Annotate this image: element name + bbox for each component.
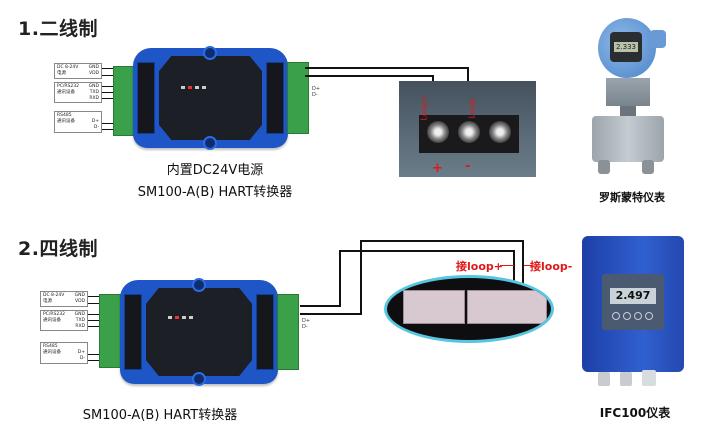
converter-caption-2: SM100-A(B) HART转换器: [82, 408, 238, 423]
rs485-name-cn-2: 通讯设备: [43, 350, 61, 355]
power-name-cn-2: 电源: [43, 299, 52, 304]
polarity-minus: -: [465, 159, 471, 174]
status-led-red-2: [175, 316, 179, 319]
left-terminal-block-2: [99, 294, 121, 368]
pin-gnd-2: GND: [74, 293, 85, 298]
loop-wire-lower-2: [300, 313, 362, 315]
rs485-name: RS485: [57, 113, 72, 118]
rs232-label-box: PC/RS232 GND 通讯设备 TXD RXD: [54, 82, 102, 103]
converter-caption-line1: 内置DC24V电源: [166, 163, 264, 178]
pin-vdd: VDD: [88, 71, 99, 76]
loop-wire-lower: [305, 75, 433, 77]
transmitter-display: 2.333: [614, 42, 638, 52]
power-name-2: DC 8-24V: [43, 293, 65, 298]
pin-dminus: D-: [93, 125, 99, 130]
keypad-button: [645, 312, 653, 320]
right-pin-dminus-2: D-: [302, 324, 308, 330]
rs232-name-cn-2: 通讯设备: [43, 318, 61, 323]
rs232-name-2: PC/RS232: [43, 312, 65, 317]
pin-gnd2: GND: [88, 84, 99, 89]
left-terminal-block: [113, 66, 135, 136]
ifc100-converter: 2.497: [582, 236, 684, 372]
converter-caption-line2: SM100-A(B) HART转换器: [137, 185, 293, 200]
loop-wire-upper: [305, 67, 469, 69]
pin-dminus-2: D-: [79, 356, 85, 361]
mount-hole-top: [203, 46, 217, 60]
rs485-name-cn: 通讯设备: [57, 119, 75, 124]
rs485-label-box: RS485 通讯设备 D+ D-: [54, 111, 102, 133]
power-name-cn: 电源: [57, 71, 66, 76]
loop-wire-upper-2: [300, 305, 340, 307]
mount-hole-bottom-2: [192, 372, 206, 386]
pin-txd: TXD: [89, 90, 99, 95]
pin-gnd: GND: [88, 65, 99, 70]
rosemount-transmitter: 2.333: [590, 18, 670, 178]
transmitter-terminal-photo: Loop+ Loop- + -: [399, 81, 536, 177]
rs485-name-2: RS485: [43, 344, 58, 349]
right-pin-dplus-2: D+: [302, 318, 311, 324]
pin-dplus-2: D+: [77, 350, 85, 355]
section-title-four-wire: 2.四线制: [18, 238, 98, 260]
polarity-plus: +: [432, 161, 443, 176]
pin-dplus: D+: [91, 119, 99, 124]
loop-plus-label: Loop+: [419, 94, 429, 121]
right-pin-dminus: D-: [312, 92, 318, 98]
power-label-box-2: DC 8-24V GND 电源 VDD: [40, 291, 88, 307]
pin-txd-2: TXD: [75, 318, 85, 323]
ifc100-display: 2.497: [610, 288, 656, 304]
keypad-button: [612, 312, 620, 320]
power-label-box: DC 8-24V GND 电源 VDD: [54, 63, 102, 79]
flowmeter-terminal-photo: [384, 275, 554, 343]
right-pin-labels: D+ D-: [312, 86, 320, 98]
rs232-name-cn: 通讯设备: [57, 90, 75, 95]
rs485-label-box-2: RS485 通讯设备 D+ D-: [40, 342, 88, 364]
loop-minus-label-2: 接loop-: [530, 260, 573, 273]
rs232-label-box-2: PC/RS232 GND 通讯设备 TXD RXD: [40, 310, 88, 331]
hart-converter-device: [133, 46, 288, 150]
right-pin-dplus: D+: [312, 86, 321, 92]
pin-gnd2-2: GND: [74, 312, 85, 317]
loop-minus-label: Loop-: [467, 96, 477, 119]
pin-vdd-2: VDD: [74, 299, 85, 304]
loop-plus-label-2: 接loop+: [456, 260, 503, 273]
rs232-name: PC/RS232: [57, 84, 79, 89]
right-terminal-block: [287, 62, 309, 134]
keypad-button: [634, 312, 642, 320]
power-name: DC 8-24V: [57, 65, 79, 70]
pin-rxd: RXD: [89, 96, 99, 101]
ifc100-caption: IFC100仪表: [599, 406, 671, 420]
status-led-red: [188, 86, 192, 89]
section-title-two-wire: 1.二线制: [18, 18, 98, 40]
pin-rxd-2: RXD: [75, 324, 85, 329]
right-pin-labels-2: D+ D-: [302, 318, 310, 330]
right-terminal-block-2: [277, 294, 299, 370]
rosemount-caption: 罗斯蒙特仪表: [599, 191, 665, 204]
hart-converter-device-2: [120, 278, 278, 386]
mount-hole-top-2: [192, 278, 206, 292]
mount-hole-bottom: [203, 136, 217, 150]
keypad-button: [623, 312, 631, 320]
